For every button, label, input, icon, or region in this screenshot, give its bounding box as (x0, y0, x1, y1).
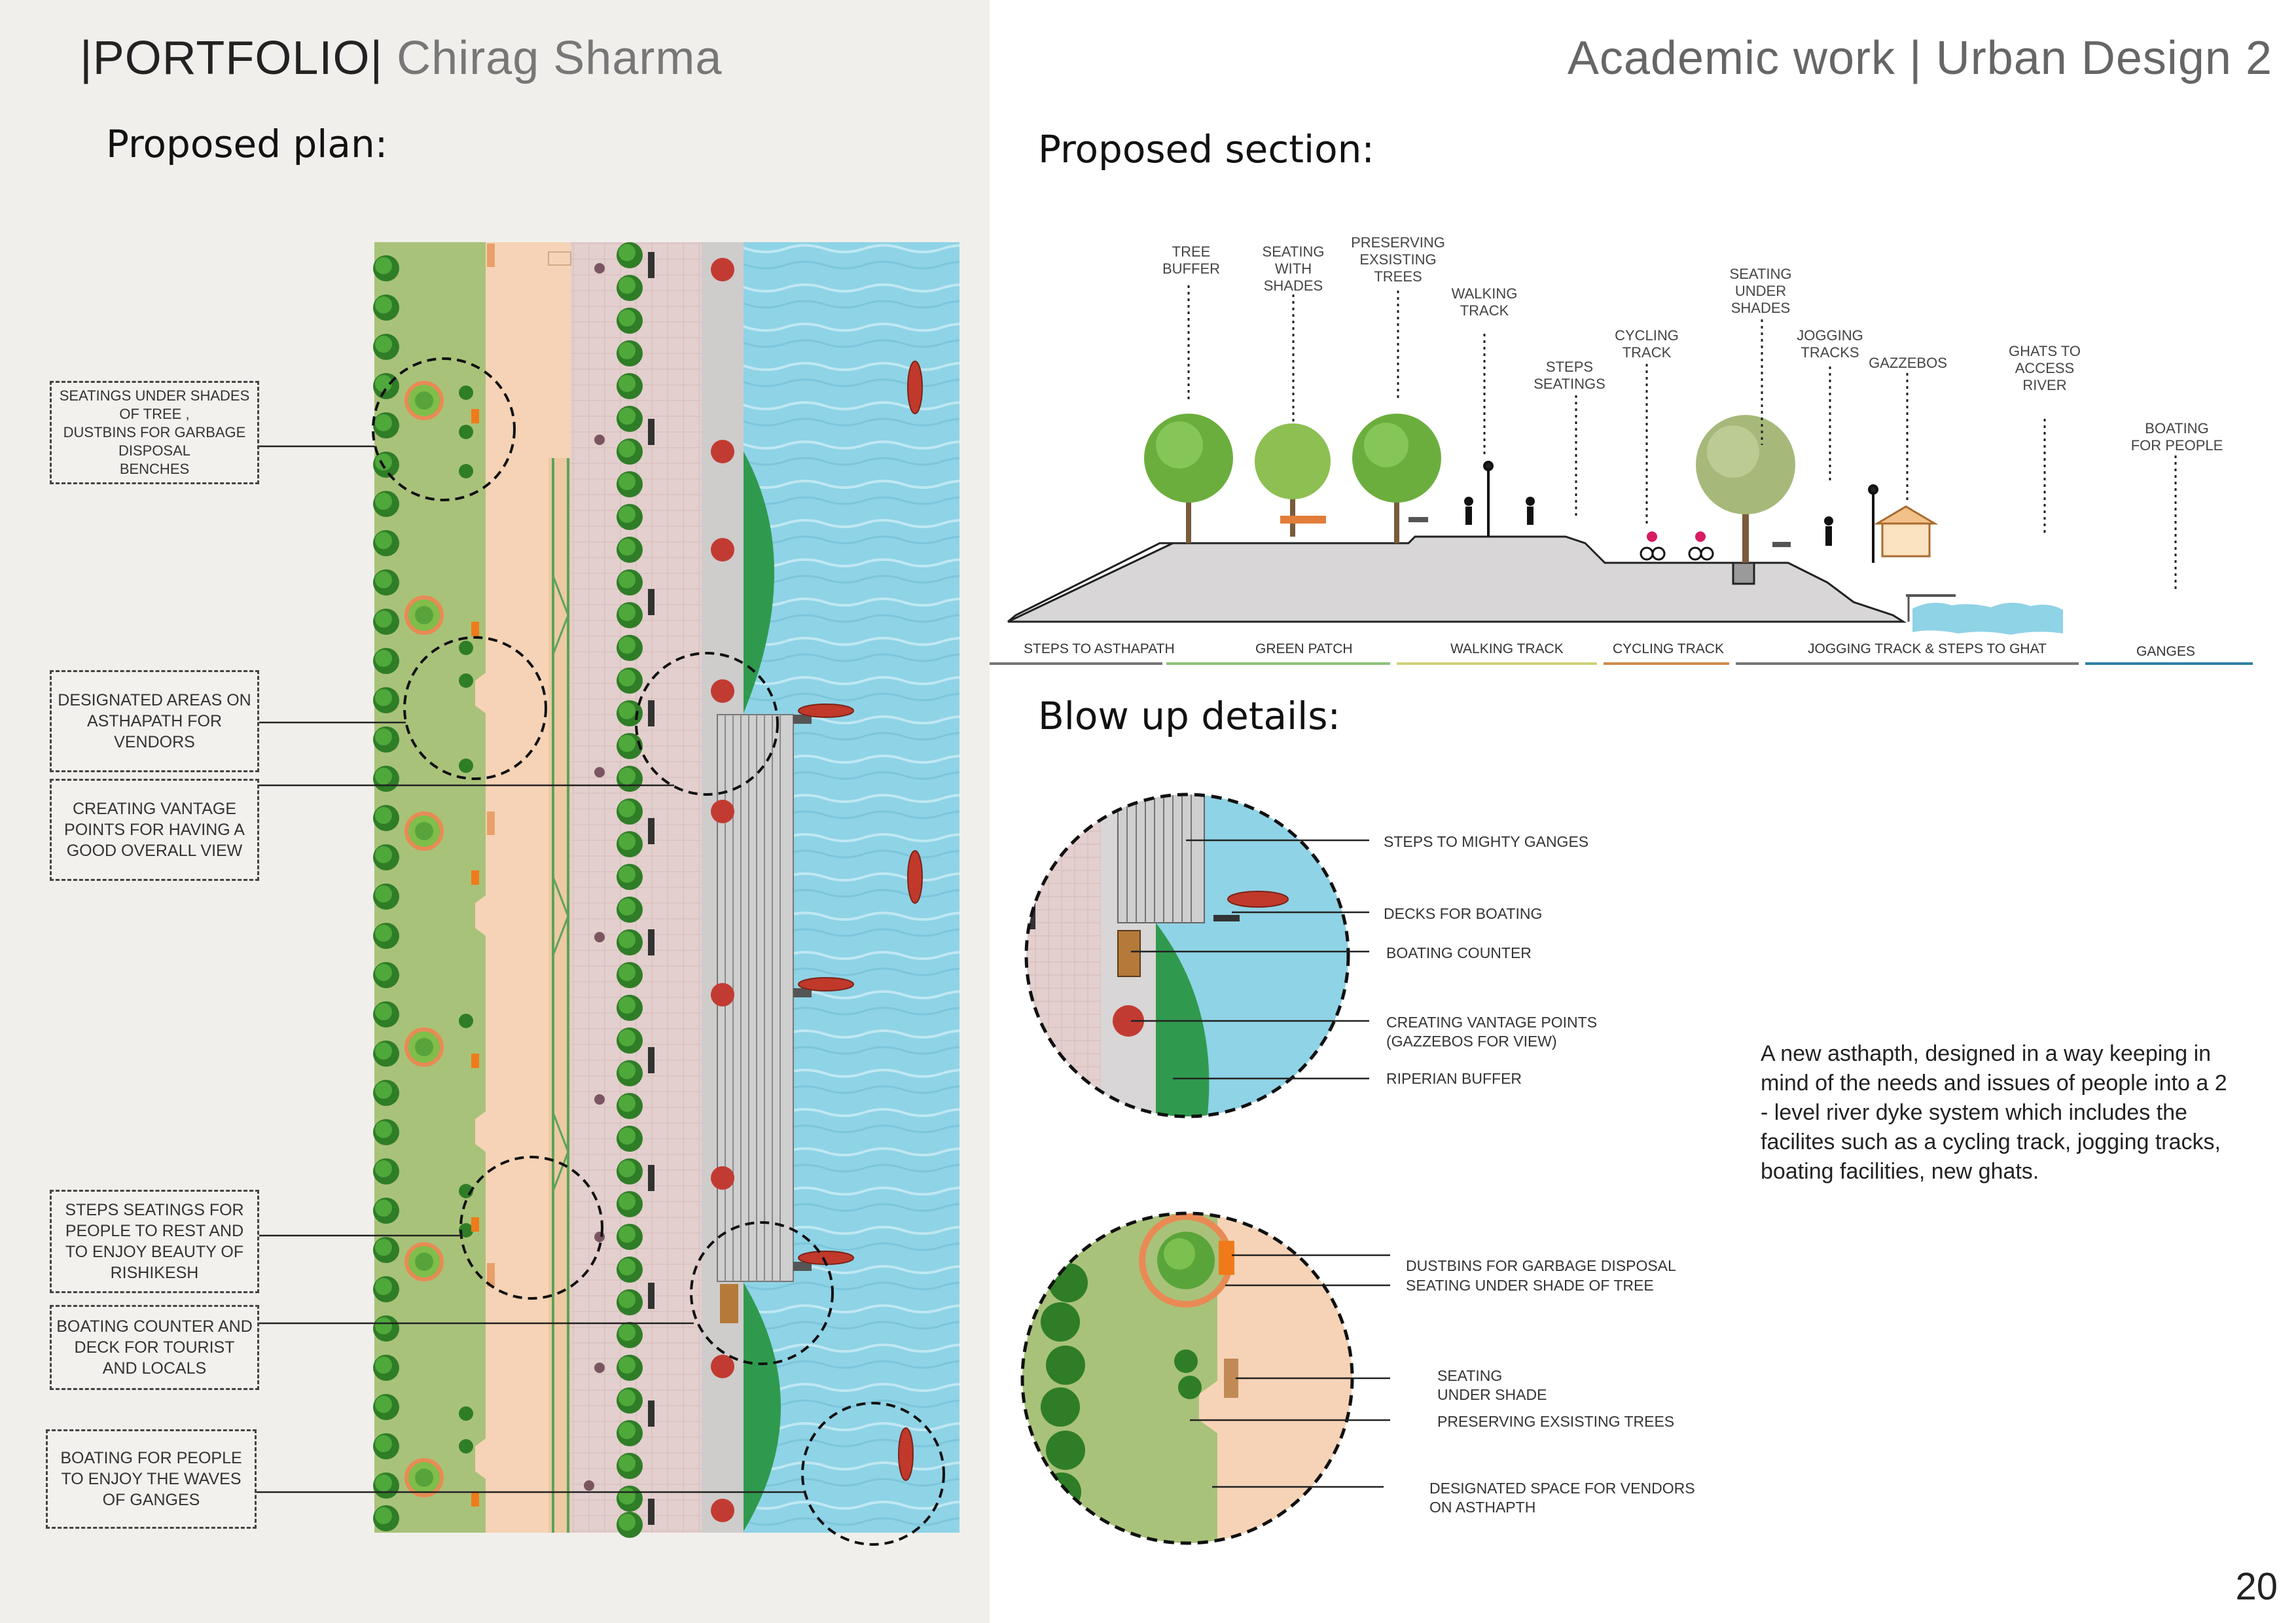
blowup-label-seating-tree: SEATING UNDER SHADE OF TREE (1406, 1277, 1654, 1294)
blowup-label-preserving-trees: PRESERVING EXSISTING TREES (1437, 1413, 1675, 1430)
section-label-seating-with-shades: SEATING WITH SHADES (1262, 243, 1325, 294)
blowup-label-decks: DECKS FOR BOATING (1384, 905, 1543, 922)
portfolio-header: |PORTFOLIO| Chirag Sharma (80, 32, 723, 84)
author-name: Chirag Sharma (383, 32, 723, 84)
callout-vantage-points: CREATING VANTAGE POINTS FOR HAVING A GOO… (50, 779, 259, 881)
zone-steps-to-asthapath: STEPS TO ASTHAPATH (1024, 641, 1175, 656)
blowup-label-riperian-buffer: RIPERIAN BUFFER (1386, 1070, 1522, 1087)
blowup-label-seating-shade: SEATING UNDER SHADE (1437, 1367, 1547, 1403)
zone-green-patch: GREEN PATCH (1255, 641, 1353, 656)
callout-boating-for-people: BOATING FOR PEOPLE TO ENJOY THE WAVES OF… (46, 1429, 257, 1529)
callout-steps-seatings: STEPS SEATINGS FOR PEOPLE TO REST AND TO… (50, 1190, 259, 1293)
section-label-ghats: GHATS TO ACCESS RIVER (2008, 343, 2081, 393)
section-label-gazzebos: GAZZEBOS (1869, 355, 1947, 371)
page-number: 20 (2235, 1565, 2278, 1608)
zone-cycling-track: CYCLING TRACK (1613, 641, 1724, 656)
blowup-label-dustbins: DUSTBINS FOR GARBAGE DISPOSAL (1406, 1257, 1676, 1274)
callout-boating-counter: BOATING COUNTER AND DECK FOR TOURIST AND… (50, 1305, 259, 1390)
plan-title: Proposed plan: (106, 122, 388, 166)
callout-seatings-under-shades: SEATINGS UNDER SHADES OF TREE , DUSTBINS… (50, 381, 259, 484)
design-description: A new asthapth, designed in a way keepin… (1761, 1041, 2227, 1184)
section-label-tree-buffer: TREE BUFFER (1162, 243, 1220, 277)
blowup-label-steps: STEPS TO MIGHTY GANGES (1384, 833, 1589, 850)
section-label-jogging-tracks: JOGGING TRACKS (1797, 327, 1863, 361)
blowup-label-vendor-space: DESIGNATED SPACE FOR VENDORS ON ASTHAPTH (1429, 1480, 1695, 1516)
section-label-walking-track: WALKING TRACK (1451, 285, 1518, 319)
blowup-label-boating-counter: BOATING COUNTER (1386, 944, 1532, 961)
callout-vendor-areas: DESIGNATED AREAS ON ASTHAPATH FOR VENDOR… (50, 670, 259, 772)
section-label-steps-seatings: STEPS SEATINGS (1534, 359, 1605, 392)
section-label-seating-under-shades: SEATING UNDER SHADES (1729, 266, 1792, 316)
zone-walking-track: WALKING TRACK (1450, 641, 1564, 656)
page-header-right: Academic work | Urban Design 2 (1567, 32, 2272, 84)
blowup-label-vantage-points: CREATING VANTAGE POINTS (GAZZEBOS FOR VI… (1386, 1014, 1598, 1050)
proposed-section-drawing (990, 285, 2253, 665)
section-title: Proposed section: (1038, 127, 1374, 171)
section-label-preserving-trees: PRESERVING EXSISTING TREES (1351, 234, 1445, 285)
section-label-cycling-track: CYCLING TRACK (1615, 327, 1679, 361)
zone-jogging-track: JOGGING TRACK & STEPS TO GHAT (1808, 641, 2047, 656)
proposed-plan-drawing (257, 242, 960, 1546)
zone-ganges: GANGES (2136, 644, 2195, 659)
blowup-title: Blow up details: (1038, 694, 1341, 738)
section-label-boating: BOATING FOR PEOPLE (2130, 420, 2223, 454)
blowup-details-drawing (1020, 793, 1390, 1545)
